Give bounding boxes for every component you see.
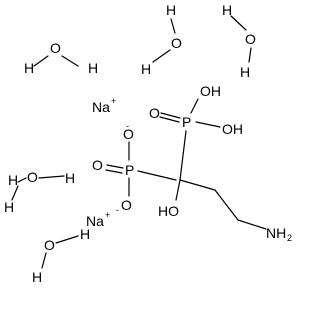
bond-p-o-double-2 <box>159 116 180 123</box>
water-5-h-top: H <box>80 226 90 242</box>
water-4-bond-bottom <box>11 185 19 201</box>
bond-p-upper-c <box>179 130 187 181</box>
phosphonate-upper-oh-top: OH <box>200 83 221 99</box>
water-molecule-4: H O H H <box>4 169 75 215</box>
water-1-h-right: H <box>88 60 98 76</box>
water-2-bond-top <box>170 18 176 34</box>
phosphonate-upper-o: O <box>149 105 160 121</box>
water-4-h-right: H <box>65 170 75 186</box>
water-4-h-bottom: H <box>4 199 14 215</box>
phosphonate-upper: OH P OH O <box>149 83 243 137</box>
sodium-ion-2: Na + <box>86 210 110 229</box>
hydroxyl-label: HO <box>158 203 179 219</box>
water-4-bond-top <box>17 177 27 183</box>
bond-p-o-double-left-2 <box>105 169 123 174</box>
water-2-bond-bottom <box>152 49 171 63</box>
phosphonate-lower-o-bottom-charge: - <box>116 205 119 215</box>
bond-c-oh <box>175 179 181 201</box>
sodium-2-charge: + <box>105 210 110 220</box>
phosphonate-upper-oh-right: OH <box>222 121 243 137</box>
phosphonate-lower-p: P <box>125 162 134 178</box>
water-molecule-3: H O H <box>222 2 256 80</box>
bond-ch2-ch2 <box>214 189 239 221</box>
bond-c-ch2-1 <box>179 179 216 191</box>
water-3-o: O <box>245 31 256 47</box>
sodium-2-label: Na <box>86 213 104 229</box>
structure-canvas: H O H H O H H O H Na + OH P OH O O - <box>4 2 292 285</box>
carbon-backbone: HO NH 2 <box>137 130 292 243</box>
phosphonate-lower-o-top-charge: - <box>126 121 129 131</box>
water-3-bond-bottom <box>248 47 252 63</box>
sodium-1-charge: + <box>111 96 116 106</box>
phosphonate-upper-p: P <box>182 114 191 130</box>
water-5-bond-top <box>55 235 79 244</box>
water-molecule-2: H O H <box>141 2 182 77</box>
sodium-1-label: Na <box>92 99 110 115</box>
bond-p-o-double-left-1 <box>106 164 124 169</box>
water-3-h-top: H <box>222 2 232 18</box>
water-4-o: O <box>27 169 38 185</box>
water-5-bond-bottom <box>41 252 47 269</box>
sodium-ion-1: Na + <box>92 96 116 115</box>
water-5-o: O <box>44 237 55 253</box>
bond-ch2-n <box>237 219 267 230</box>
bond-p-o-double-1 <box>160 112 181 119</box>
water-1-o: O <box>50 40 61 56</box>
phosphonate-lower-o-left: O <box>92 157 103 173</box>
amine-label: NH <box>266 225 286 241</box>
bond-p-lower-c <box>137 170 177 181</box>
water-4-h-top: H <box>8 172 18 188</box>
amine-subscript: 2 <box>287 233 292 243</box>
water-molecule-1: H O H <box>24 40 98 76</box>
chemical-structure: H O H H O H H O H Na + OH P OH O O - <box>4 2 292 285</box>
water-1-h-left: H <box>24 60 34 76</box>
water-2-h-bottom: H <box>141 61 151 77</box>
water-3-h-bottom: H <box>240 64 250 80</box>
phosphonate-lower-o-bottom: O <box>121 197 132 213</box>
water-2-o: O <box>171 35 182 51</box>
water-4-bond-right <box>38 175 65 179</box>
phosphonate-lower: O - P O O - <box>92 121 134 215</box>
water-1-bond-left <box>33 55 49 67</box>
bond-p-oh-top <box>190 98 199 114</box>
bond-p-oh-right <box>195 121 221 128</box>
water-5-h-bottom: H <box>32 269 42 285</box>
phosphonate-lower-o-top: O <box>123 126 134 142</box>
water-2-h-top: H <box>166 2 176 18</box>
water-1-bond-right <box>61 55 79 67</box>
water-molecule-5: H O H <box>32 226 90 285</box>
water-3-bond-top <box>230 15 247 31</box>
